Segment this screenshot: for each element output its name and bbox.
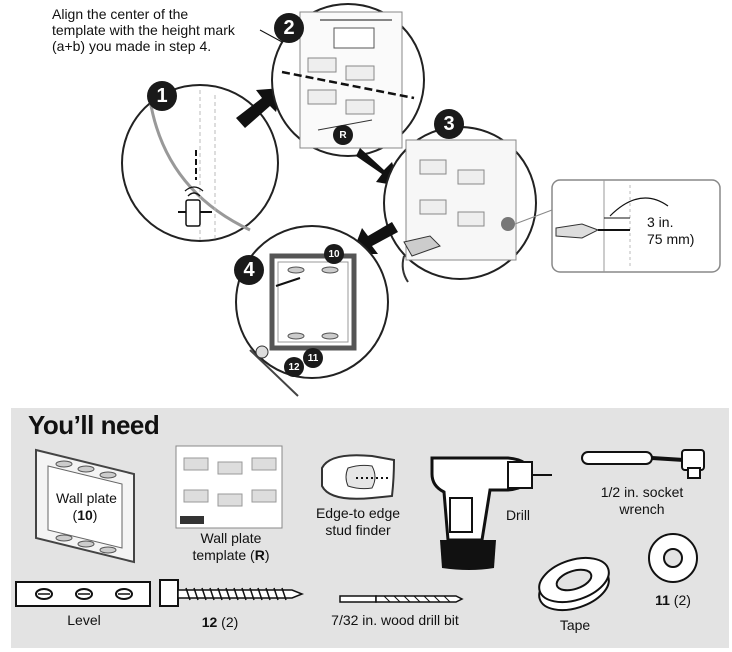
drill-label: Drill	[505, 507, 531, 523]
socket-wrench-name-line-1: 1/2 in. socket	[600, 484, 684, 500]
step-arrow-icon	[236, 88, 282, 128]
part-r-badge: R	[333, 125, 353, 145]
washer-label: 11 (2)	[648, 592, 698, 609]
alignment-instruction: Align the center of the template with th…	[52, 6, 235, 54]
instruction-line-1: Align the center of the	[52, 6, 189, 22]
template-label: Wall plate template (R)	[186, 530, 276, 564]
wall-plate-open-paren: (	[72, 507, 78, 523]
step-3-illustration	[383, 126, 537, 283]
level-label: Level	[67, 612, 101, 628]
drill-bit-icon	[339, 595, 464, 603]
stud-finder-icon	[321, 454, 396, 500]
installation-steps-illustration	[121, 3, 721, 397]
template-name-text: template (	[192, 547, 255, 563]
tape-label: Tape	[559, 617, 591, 633]
level-icon	[15, 581, 151, 607]
drill-depth-inches: 3 in.	[647, 214, 674, 230]
lag-screw-part-number: 12	[201, 614, 218, 630]
instruction-line-2: template with the height mark	[52, 22, 235, 38]
wall-plate-name: Wall plate	[56, 490, 117, 506]
step-1-badge: 1	[147, 81, 177, 111]
instruction-line-3: (a+b) you made in step 4.	[52, 38, 212, 54]
step-2-illustration	[271, 3, 425, 157]
step-2-badge: 2	[274, 13, 304, 43]
template-close-paren: )	[264, 547, 270, 563]
tape-icon	[538, 556, 610, 612]
step-3-badge: 3	[434, 109, 464, 139]
wall-plate-icon	[35, 448, 135, 564]
step-1-illustration	[121, 84, 279, 242]
part-10-badge: 10	[324, 244, 344, 264]
part-11-badge: 11	[303, 348, 323, 368]
socket-wrench-label: 1/2 in. socket wrench	[582, 484, 702, 518]
drill-depth-label: 3 in. 75 mm)	[647, 214, 694, 248]
part-12-badge: 12	[284, 357, 304, 377]
wall-plate-template-icon	[175, 445, 283, 529]
stud-finder-name-line-1: Edge-to edge	[315, 505, 401, 521]
washer-quantity: (2)	[673, 592, 691, 608]
stud-finder-label: Edge-to edge stud finder	[306, 505, 410, 539]
drill-icon	[430, 456, 552, 570]
washer-part-number: 11	[655, 592, 670, 608]
stud-finder-name-line-2: stud finder	[325, 522, 391, 538]
stud-finder-small-icon	[185, 199, 201, 227]
wall-plate-label: Wall plate (10)	[56, 490, 117, 524]
lag-screw-label: 12 (2)	[190, 614, 250, 631]
youll-need-title: You’ll need	[28, 410, 160, 440]
template-name-line-2: template (R)	[186, 547, 276, 564]
wall-plate-part-number: 10	[77, 507, 93, 523]
drill-depth-mm: 75 mm)	[647, 231, 695, 247]
wall-plate-close-paren: )	[92, 507, 98, 523]
washer-icon	[648, 533, 698, 583]
template-name-line-1: Wall plate	[200, 530, 262, 546]
step-4-illustration	[235, 225, 389, 397]
drill-depth-detail	[514, 179, 721, 273]
socket-wrench-name-line-2: wrench	[619, 501, 665, 517]
template-part-letter: R	[254, 547, 265, 563]
lag-screw-quantity: (2)	[221, 614, 239, 630]
step-4-badge: 4	[234, 255, 264, 285]
drill-bit-label: 7/32 in. wood drill bit	[331, 612, 459, 628]
wall-plate-part-line: (10)	[56, 507, 114, 524]
socket-wrench-icon	[581, 449, 705, 479]
lag-screw-icon	[159, 579, 305, 607]
